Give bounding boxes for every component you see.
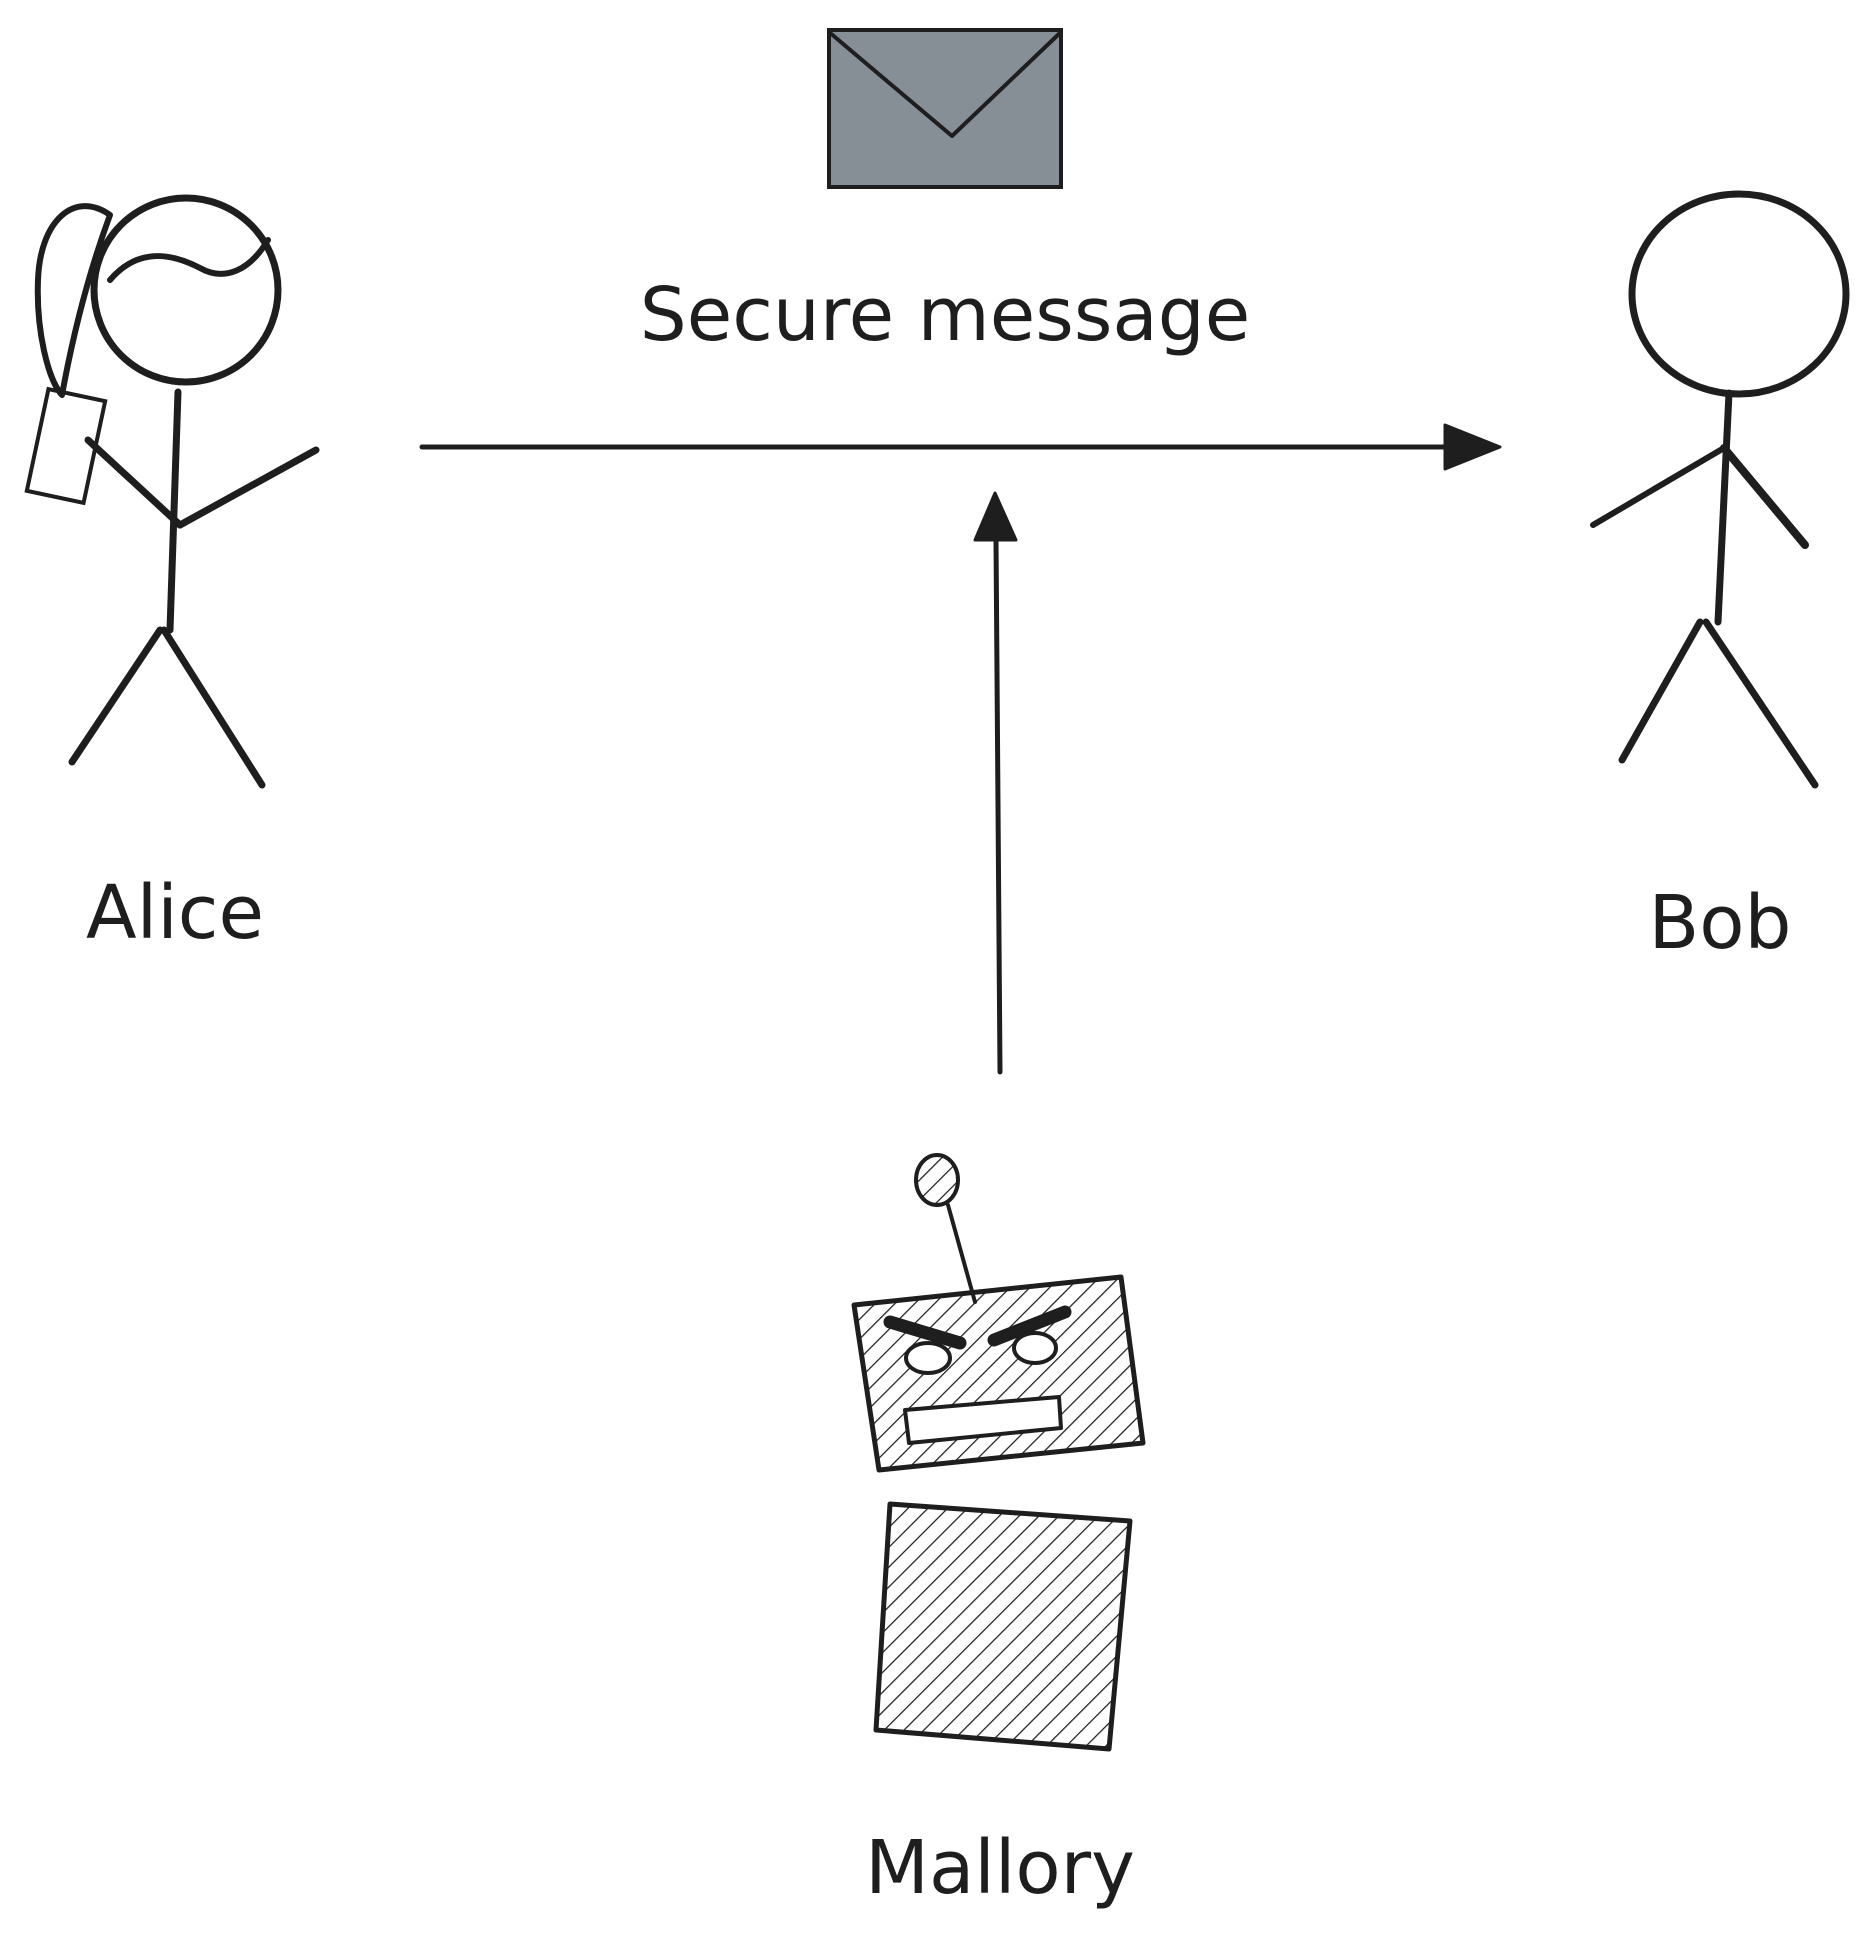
- stick-figure-icon: [1590, 190, 1850, 789]
- message-arrow: [419, 423, 1502, 471]
- phone-icon: [24, 386, 108, 506]
- mallory-label: Mallory: [865, 1825, 1135, 1911]
- envelope-icon: [827, 28, 1063, 189]
- stick-figure-female-icon: [24, 194, 320, 789]
- alice-label: Alice: [86, 870, 264, 956]
- intercept-arrow: [973, 491, 1018, 1075]
- robot-head: [851, 1274, 1146, 1473]
- message-label: Secure message: [640, 272, 1251, 358]
- bob-label: Bob: [1648, 880, 1791, 966]
- angry-robot-icon: [851, 1153, 1146, 1752]
- antenna-icon: [914, 1153, 977, 1304]
- robot-body: [873, 1501, 1133, 1752]
